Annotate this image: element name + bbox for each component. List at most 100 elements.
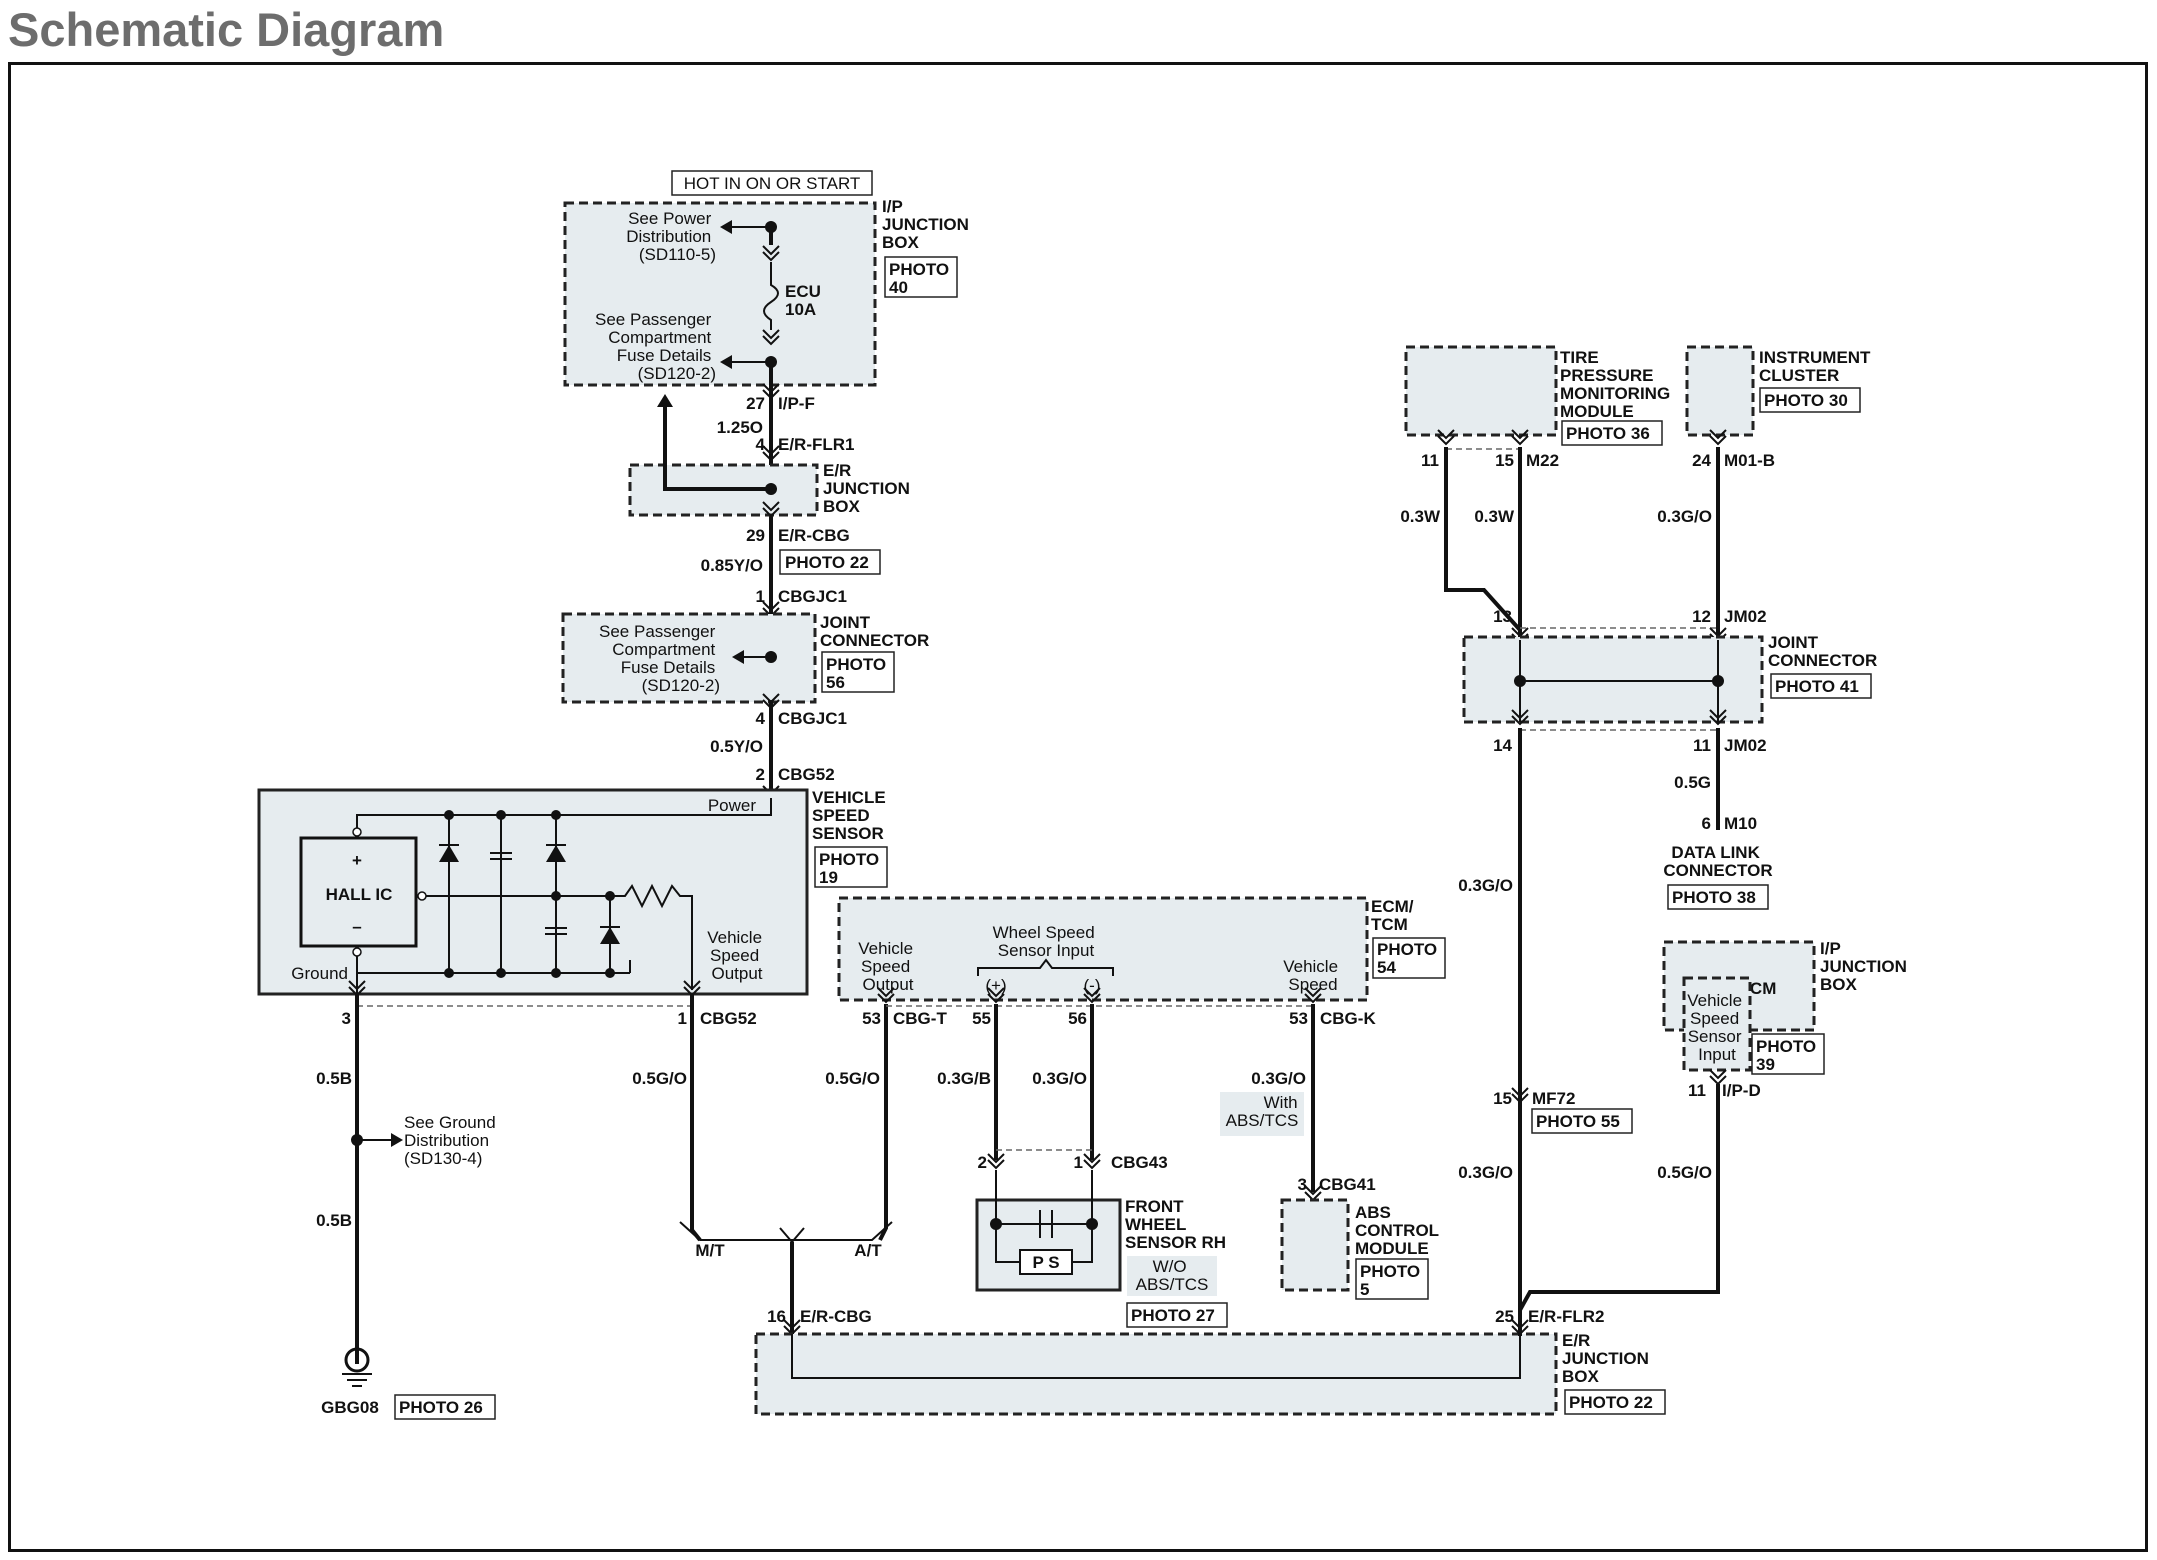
tpms-name: TIRE PRESSURE MONITORING MODULE <box>1560 348 1675 421</box>
hall-plus: + <box>352 851 362 870</box>
pin-3-cbg52: 3 <box>342 1009 351 1028</box>
conn-m10: M10 <box>1724 814 1757 833</box>
front-wheel-sensor-rh <box>975 1198 1122 1292</box>
ecm-wheel-speed-input: Wheel Speed Sensor Input <box>993 923 1100 960</box>
pin-15-m22: 15 <box>1495 451 1514 470</box>
conn-er-flr1: E/R-FLR1 <box>778 435 855 454</box>
pin-11-jm02: 11 <box>1693 736 1711 755</box>
hall-ic <box>299 836 418 948</box>
resistor-icon <box>610 883 693 990</box>
ip-jb-top-photo-box <box>884 256 958 298</box>
gauge-0-5g: 0.5G <box>1674 773 1711 792</box>
vss-name: VEHICLE SPEED SENSOR <box>812 788 890 843</box>
gauge-cluster: 0.3G/O <box>1657 507 1712 526</box>
see-power-distribution: See Power Distribution (SD110-5) <box>626 209 716 264</box>
pin-1-cbg52: 1 <box>678 1009 687 1028</box>
tire-pressure-monitoring-module <box>1404 345 1558 437</box>
ground-icon <box>342 1373 372 1387</box>
pin-12: 12 <box>1692 607 1711 626</box>
gauge-0-3w-2: 0.3W <box>1474 507 1515 526</box>
pin-2-cbg43: 2 <box>978 1153 987 1172</box>
gauge-right-1: 0.3G/O <box>1458 876 1513 895</box>
conn-cbg43: CBG43 <box>1111 1153 1168 1172</box>
photo-30-box <box>1759 387 1861 413</box>
conn-mf72: MF72 <box>1532 1089 1575 1108</box>
hall-ic-label: HALL IC <box>326 885 393 904</box>
gauge-0-5yo: 0.5Y/O <box>710 737 763 756</box>
at-label: A/T <box>854 1241 882 1260</box>
capacitor-icon <box>1039 1210 1053 1238</box>
ecm-vehicle-speed: Vehicle Speed <box>1283 957 1343 994</box>
ecm-tcm <box>837 896 1369 1002</box>
diode-icon <box>439 845 459 862</box>
gauge-0-3go-ws: 0.3G/O <box>1032 1069 1087 1088</box>
conn-cbg52-bottom: CBG52 <box>700 1009 757 1028</box>
pin-4-er-flr1: 4 <box>756 435 766 454</box>
ps-box <box>1019 1249 1073 1275</box>
hot-label: HOT IN ON OR START <box>684 174 861 193</box>
see-passenger-fuse-details-1: See Passenger Compartment Fuse Details (… <box>595 310 716 383</box>
abs-photo: PHOTO 5 <box>1360 1262 1425 1299</box>
pin-3-cbg41: 3 <box>1298 1175 1307 1194</box>
photo-36-box <box>1561 420 1663 446</box>
ecm-plus: (+) <box>985 976 1006 995</box>
photo-55: PHOTO 55 <box>1536 1112 1620 1131</box>
gauge-0-85yo: 0.85Y/O <box>701 556 763 575</box>
photo-22: PHOTO 22 <box>785 553 869 572</box>
pin-24: 24 <box>1692 451 1711 470</box>
er-jb-mid-name: E/R JUNCTION BOX <box>823 461 915 516</box>
bcm-photo: PHOTO 39 <box>1756 1037 1821 1074</box>
photo-41: PHOTO 41 <box>1775 677 1859 696</box>
photo-22-bottom-box <box>1564 1389 1666 1415</box>
er-junction-box-bottom <box>754 1332 1558 1416</box>
photo-30: PHOTO 30 <box>1764 391 1848 410</box>
pin-11-m22: 11 <box>1421 451 1439 470</box>
see-passenger-fuse-details-2: See Passenger Compartment Fuse Details (… <box>599 622 720 695</box>
pin-55: 55 <box>972 1009 991 1028</box>
conn-cbg52-top: CBG52 <box>778 765 835 784</box>
mt-label: M/T <box>695 1241 725 1260</box>
gauge-0-5b-1: 0.5B <box>316 1069 352 1088</box>
gauge-1-25o: 1.25O <box>717 418 763 437</box>
joint-conn-right-name: JOINT CONNECTOR <box>1768 633 1877 670</box>
gauge-0-5b-2: 0.5B <box>316 1211 352 1230</box>
joint-connector-right <box>1462 635 1764 724</box>
pin-1-cbg43: 1 <box>1074 1153 1083 1172</box>
conn-cbg-t: CBG-T <box>893 1009 947 1028</box>
vss-output-label: Vehicle Speed Output <box>707 928 767 983</box>
capacitor-icon <box>490 852 512 860</box>
pin-56: 56 <box>1068 1009 1087 1028</box>
vss-photo-box <box>814 846 888 888</box>
pin-4-cbgjc1: 4 <box>756 709 766 728</box>
abs-name: ABS CONTROL MODULE <box>1355 1203 1443 1258</box>
ip-jb-top-name: I/P JUNCTION BOX <box>882 197 974 252</box>
photo-26: PHOTO 26 <box>399 1398 483 1417</box>
diode-icon <box>600 927 620 944</box>
conn-cbgjc1-bottom: CBGJC1 <box>778 709 847 728</box>
photo-55-box <box>1531 1108 1633 1134</box>
photo-38-box <box>1667 884 1769 910</box>
ecm-minus: (-) <box>1084 976 1101 995</box>
photo-41-box <box>1770 673 1872 699</box>
joint-conn-left-name: JOINT CONNECTOR <box>820 613 929 650</box>
ground-name: GBG08 <box>321 1398 379 1417</box>
pin-27: 27 <box>746 394 765 413</box>
pin-6-m10: 6 <box>1702 814 1711 833</box>
pin-53-cbg-k: 53 <box>1289 1009 1308 1028</box>
pin-15-mf72: 15 <box>1493 1089 1512 1108</box>
conn-cbgjc1: CBGJC1 <box>778 587 847 606</box>
ip-junction-box-top <box>563 201 877 387</box>
conn-jm02-bottom: JM02 <box>1724 736 1767 755</box>
vss-power-label: Power <box>708 796 757 815</box>
gauge-abs: 0.3G/O <box>1251 1069 1306 1088</box>
pin-16: 16 <box>767 1307 786 1326</box>
bcm-photo-box <box>1751 1033 1825 1075</box>
pin-29: 29 <box>746 526 765 545</box>
hall-minus: – <box>352 917 361 936</box>
bcm-input-label: Vehicle Speed Sensor Input <box>1687 991 1747 1064</box>
bcm-input-box <box>1682 976 1752 1072</box>
joint-conn-left-photo-box <box>821 651 895 693</box>
pin-11-ip-d: 11 <box>1688 1081 1706 1100</box>
gauge-0-3w-1: 0.3W <box>1400 507 1441 526</box>
